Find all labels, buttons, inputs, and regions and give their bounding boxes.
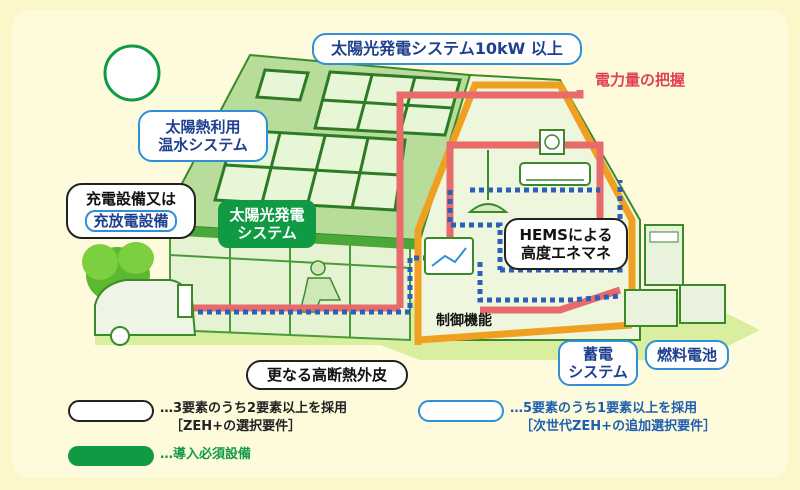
air-conditioner-icon [519,162,591,186]
lamp-icon [467,150,509,213]
label-insulation: 更なる高断熱外皮 [246,360,408,390]
ev-car-icon [94,279,197,346]
label-fuel-cell: 燃料電池 [645,340,729,370]
person-icon [299,260,342,313]
insulation-line [414,81,636,345]
window-frames [169,234,411,337]
legend-green-swatch [68,446,154,466]
label-solar-10kw: 太陽光発電システム10kW 以上 [312,33,582,65]
label-solar-thermal: 太陽熱利用 温水システム [138,110,268,162]
label-power-monitor: 電力量の把握 [594,71,685,89]
fuel-cell-icon [644,224,684,286]
legend-blue-swatch [418,400,504,422]
label-storage: 蓄電 システム [558,340,638,386]
battery-icon [624,284,726,327]
legend-black-swatch [68,400,154,422]
legend-blue-text: …5要素のうち1要素以上を採用 ［次世代ZEH+の追加選択要件］ [510,401,717,434]
label-solar-system: 太陽光発電 システム [218,200,316,248]
hems-monitor-icon [424,237,474,275]
legend-black-text: …3要素のうち2要素以上を採用 ［ZEH+の選択要件］ [160,401,348,434]
empty-circle [103,44,161,102]
power-line-outer [396,90,584,308]
control-lines [180,180,623,315]
label-charger: 充電設備又は 充放電設備 [66,183,196,239]
label-hems: HEMSによる 高度エネマネ [504,218,628,270]
label-control: 制御機能 [436,312,492,329]
legend-green-text: …導入必須設備 [160,447,252,462]
fan-icon [539,129,565,155]
